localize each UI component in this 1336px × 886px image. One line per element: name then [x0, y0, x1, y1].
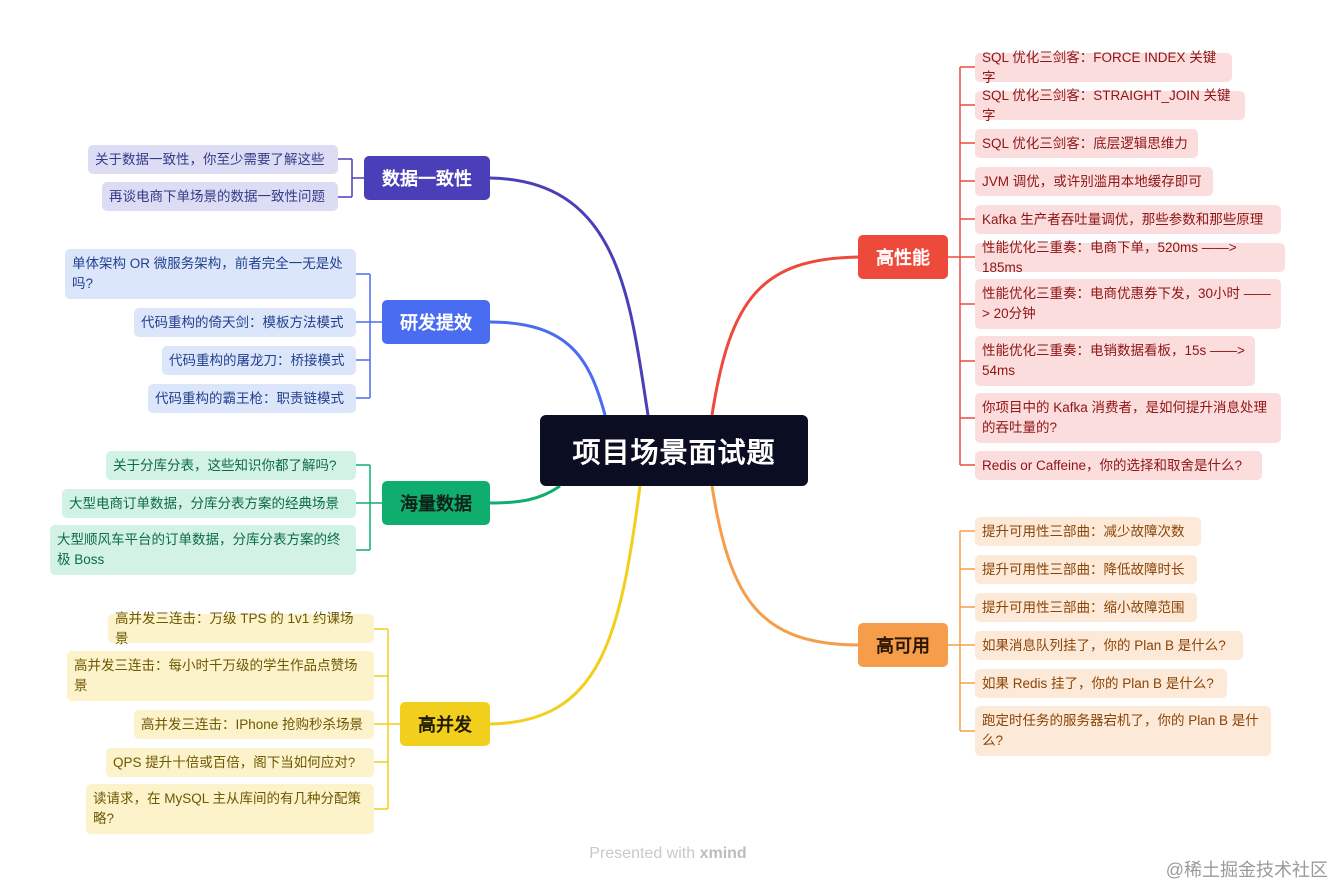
leaf-massdata-3[interactable]: 大型顺风车平台的订单数据，分库分表方案的终极 Boss [50, 525, 356, 575]
xmind-logo: xmind [699, 845, 747, 862]
leaf-availability-1[interactable]: 提升可用性三部曲：减少故障次数 [975, 517, 1201, 546]
leaf-performance-5[interactable]: Kafka 生产者吞吐量调优，那些参数和那些原理 [975, 205, 1281, 234]
leaf-availability-3[interactable]: 提升可用性三部曲：缩小故障范围 [975, 593, 1197, 622]
leaf-massdata-1[interactable]: 关于分库分表，这些知识你都了解吗? [106, 451, 356, 480]
leaf-performance-10[interactable]: Redis or Caffeine，你的选择和取舍是什么? [975, 451, 1262, 480]
leaf-concurrency-1[interactable]: 高并发三连击：万级 TPS 的 1v1 约课场景 [108, 611, 374, 646]
topic-efficiency[interactable]: 研发提效 [382, 300, 490, 344]
link-availability [710, 485, 861, 647]
leaf-performance-1[interactable]: SQL 优化三剑客：FORCE INDEX 关键字 [975, 50, 1232, 85]
leaf-performance-8[interactable]: 性能优化三重奏：电销数据看板，15s ——> 54ms [975, 336, 1255, 386]
topic-consistency[interactable]: 数据一致性 [364, 156, 490, 200]
leaf-availability-2[interactable]: 提升可用性三部曲：降低故障时长 [975, 555, 1197, 584]
leaf-performance-4[interactable]: JVM 调优，或许别滥用本地缓存即可 [975, 167, 1213, 196]
leaf-concurrency-5[interactable]: 读请求，在 MySQL 主从库间的有几种分配策略? [86, 784, 374, 834]
link-efficiency [489, 320, 607, 416]
link-concurrency [489, 485, 642, 726]
watermark: @稀土掘金技术社区 [1165, 860, 1328, 880]
leaf-massdata-2[interactable]: 大型电商订单数据，分库分表方案的经典场景 [62, 489, 356, 518]
leaf-concurrency-4[interactable]: QPS 提升十倍或百倍，阁下当如何应对? [106, 748, 374, 777]
leaf-efficiency-1[interactable]: 单体架构 OR 微服务架构，前者完全一无是处吗? [65, 249, 356, 299]
leaf-efficiency-2[interactable]: 代码重构的倚天剑：模板方法模式 [134, 308, 356, 337]
leaf-performance-9[interactable]: 你项目中的 Kafka 消费者，是如何提升消息处理的吞吐量的? [975, 393, 1281, 443]
presented-with-footer: Presented with xmind [0, 845, 1336, 863]
topic-concurrency[interactable]: 高并发 [400, 702, 490, 746]
link-performance [710, 255, 861, 416]
root-topic[interactable]: 项目场景面试题 [540, 415, 808, 486]
leaf-consistency-1[interactable]: 关于数据一致性，你至少需要了解这些 [88, 145, 338, 174]
leaf-availability-6[interactable]: 跑定时任务的服务器宕机了，你的 Plan B 是什么? [975, 706, 1271, 756]
link-massdata [489, 484, 561, 505]
topic-availability[interactable]: 高可用 [858, 623, 948, 667]
leaf-concurrency-2[interactable]: 高并发三连击：每小时千万级的学生作品点赞场景 [67, 651, 374, 701]
link-consistency [489, 176, 650, 416]
leaf-concurrency-3[interactable]: 高并发三连击：IPhone 抢购秒杀场景 [134, 710, 374, 739]
topic-massdata[interactable]: 海量数据 [382, 481, 490, 525]
topic-performance[interactable]: 高性能 [858, 235, 948, 279]
leaf-performance-3[interactable]: SQL 优化三剑客：底层逻辑思维力 [975, 129, 1198, 158]
leaf-consistency-2[interactable]: 再谈电商下单场景的数据一致性问题 [102, 182, 338, 211]
leaf-efficiency-4[interactable]: 代码重构的霸王枪：职责链模式 [148, 384, 356, 413]
leaf-performance-7[interactable]: 性能优化三重奏：电商优惠券下发，30小时 ——> 20分钟 [975, 279, 1281, 329]
leaf-performance-2[interactable]: SQL 优化三剑客：STRAIGHT_JOIN 关键字 [975, 88, 1245, 123]
leaf-efficiency-3[interactable]: 代码重构的屠龙刀：桥接模式 [162, 346, 356, 375]
leaf-availability-4[interactable]: 如果消息队列挂了，你的 Plan B 是什么? [975, 631, 1243, 660]
leaf-performance-6[interactable]: 性能优化三重奏：电商下单，520ms ——> 185ms [975, 240, 1285, 275]
leaf-availability-5[interactable]: 如果 Redis 挂了，你的 Plan B 是什么? [975, 669, 1227, 698]
presented-with-text: Presented with [589, 845, 696, 862]
